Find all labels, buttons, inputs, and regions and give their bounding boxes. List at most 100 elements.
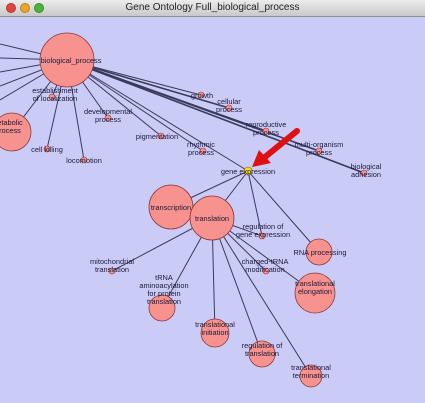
node-label-line: biological xyxy=(351,162,382,171)
node-trna[interactable] xyxy=(148,294,176,322)
node-devel[interactable] xyxy=(104,114,112,122)
node-label-line: modification xyxy=(245,265,284,274)
node-label-locom: locomotion xyxy=(66,156,102,165)
title-bar[interactable]: Gene Ontology Full_biological_process xyxy=(0,0,425,17)
node-label-geneexp: gene expression xyxy=(221,167,275,176)
arrow-head xyxy=(252,150,271,167)
node-label-line: regulation of xyxy=(242,341,284,350)
node-label-line: translation xyxy=(195,214,229,223)
node-label-line: process xyxy=(306,148,332,157)
node-label-transcr: transcription xyxy=(151,203,191,212)
node-multi[interactable] xyxy=(315,147,323,155)
close-window-button[interactable] xyxy=(6,3,16,13)
node-label-rnaproc: RNA processing xyxy=(294,248,347,257)
edge xyxy=(211,217,312,377)
node-transl[interactable] xyxy=(189,195,235,241)
node-label-line: charged-tRNA xyxy=(242,257,289,266)
node-label-line: cell killing xyxy=(31,145,63,154)
node-regtr[interactable] xyxy=(248,340,276,368)
node-rnaproc[interactable] xyxy=(305,238,333,266)
node-layer xyxy=(0,32,368,388)
node-label-line: initiation xyxy=(201,328,228,337)
node-label-line: tRNA xyxy=(155,273,173,282)
node-label-line: translational xyxy=(295,279,335,288)
arrow-shaft xyxy=(262,128,300,160)
node-label-line: biological_process xyxy=(41,56,102,65)
node-growth[interactable] xyxy=(197,91,205,99)
node-metab[interactable] xyxy=(0,112,32,152)
node-label-metab: etabolicrocess xyxy=(0,118,23,135)
edge xyxy=(247,170,320,253)
node-label-line: process xyxy=(216,105,242,114)
annotation-arrow xyxy=(252,128,300,167)
node-label-line: process xyxy=(95,115,121,124)
node-geneexp[interactable] xyxy=(243,166,253,176)
node-label-line: gene expression xyxy=(236,230,290,239)
node-label-line: gene expression xyxy=(221,167,275,176)
node-label-line: adhesion xyxy=(351,170,381,179)
node-cellkill[interactable] xyxy=(43,145,51,153)
zoom-window-button[interactable] xyxy=(34,3,44,13)
node-label-line: elongation xyxy=(298,287,332,296)
node-locom[interactable] xyxy=(80,156,88,164)
node-label-line: growth xyxy=(191,91,213,100)
node-label-line: mitochondrial xyxy=(90,257,134,266)
node-label-line: for protein xyxy=(147,289,180,298)
node-label-line: process xyxy=(188,148,214,157)
node-label-pigm: pigmentation xyxy=(136,132,178,141)
node-label-line: transcription xyxy=(151,203,191,212)
node-label-line: establishment xyxy=(32,86,78,95)
node-label-line: translational xyxy=(291,363,331,372)
node-label-line: regulation of xyxy=(243,222,285,231)
node-label-line: multi-organism xyxy=(295,140,343,149)
edge xyxy=(66,59,249,172)
node-mito[interactable] xyxy=(108,267,116,275)
node-label-line: cellular xyxy=(217,97,241,106)
edge xyxy=(66,59,230,109)
node-label-transl: translation xyxy=(195,214,229,223)
edge xyxy=(66,59,365,174)
node-label-line: rhythmic xyxy=(187,140,215,149)
node-label-cellkill: cell killing xyxy=(31,145,63,154)
node-estab[interactable] xyxy=(48,93,56,101)
node-label-line: termination xyxy=(293,371,330,380)
node-label-line: translational xyxy=(195,320,235,329)
node-pigm[interactable] xyxy=(157,132,165,140)
node-init[interactable] xyxy=(200,318,230,348)
node-regge[interactable] xyxy=(258,232,266,240)
node-label-bp: biological_process xyxy=(41,56,102,65)
window-title: Gene Ontology Full_biological_process xyxy=(125,2,300,13)
node-label-line: aminoacylation xyxy=(139,281,188,290)
node-term[interactable] xyxy=(299,364,323,388)
node-elong[interactable] xyxy=(294,272,336,314)
node-cellular[interactable] xyxy=(225,104,233,112)
node-label-line: etabolic xyxy=(0,118,23,127)
node-bp[interactable] xyxy=(39,32,95,88)
node-rhythm[interactable] xyxy=(199,147,207,155)
node-label-line: rocess xyxy=(0,126,21,135)
node-repro[interactable] xyxy=(262,127,270,135)
node-label-line: of localization xyxy=(33,94,78,103)
node-label-line: translation xyxy=(245,349,279,358)
node-label-line: translation xyxy=(95,265,129,274)
minimize-window-button[interactable] xyxy=(20,3,30,13)
node-charged[interactable] xyxy=(262,267,270,275)
node-bioadh[interactable] xyxy=(360,169,368,177)
node-label-line: translation xyxy=(147,297,181,306)
